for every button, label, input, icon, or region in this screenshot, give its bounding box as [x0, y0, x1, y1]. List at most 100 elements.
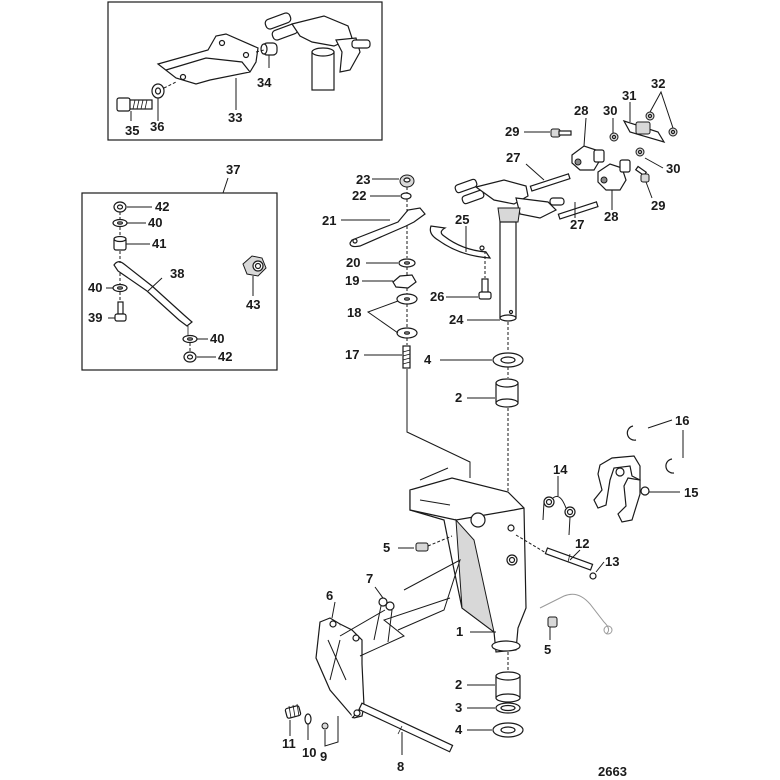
nut-30-upper — [609, 132, 619, 142]
callout-27-upper: 27 — [506, 150, 520, 165]
callout-27-lower: 27 — [570, 217, 584, 232]
inset-link-rod-kit — [81, 177, 278, 371]
ref-lever-line — [359, 597, 451, 657]
callout-26: 26 — [430, 289, 444, 304]
callout-4-lower: 4 — [455, 722, 463, 737]
pin-12 — [544, 547, 594, 571]
plate-25 — [429, 225, 492, 259]
spring-7 — [373, 597, 395, 643]
tilt-lock-lever-6 — [315, 617, 365, 719]
stud-27-upper — [529, 173, 571, 192]
leader-7 — [374, 586, 384, 599]
washer-20 — [398, 258, 416, 268]
leader-6 — [331, 601, 336, 619]
nuts-32 — [645, 111, 678, 137]
callout-32: 32 — [651, 76, 665, 91]
bolt-26 — [478, 278, 492, 300]
axis-34 — [255, 49, 265, 53]
washer-36 — [151, 83, 165, 99]
washer-3 — [495, 702, 521, 714]
callout-10: 10 — [302, 745, 316, 760]
callout-3: 3 — [455, 700, 462, 715]
ghost-cable-end — [603, 625, 613, 635]
callout-28-upper: 28 — [574, 103, 588, 118]
callout-20: 20 — [346, 255, 360, 270]
figure-number: 2663 — [598, 764, 627, 779]
callout-31: 31 — [622, 88, 636, 103]
block-28-lower — [597, 159, 631, 191]
leader-16-a — [647, 419, 673, 429]
callout-29-lower: 29 — [651, 198, 665, 213]
leader-38 — [147, 277, 163, 292]
callout-30-upper: 30 — [603, 103, 617, 118]
callout-40-mid: 40 — [88, 280, 102, 295]
callout-1: 1 — [456, 624, 463, 639]
o-ring-10 — [304, 713, 312, 725]
callout-30-lower: 30 — [666, 161, 680, 176]
swivel-bracket-1 — [397, 467, 527, 653]
ghost-cable — [539, 593, 610, 635]
leader-13 — [595, 561, 605, 573]
callout-40-bottom: 40 — [210, 331, 224, 346]
plate-19 — [392, 274, 417, 289]
callout-40-top: 40 — [148, 215, 162, 230]
locknut-43 — [242, 255, 267, 277]
spring-14 — [542, 495, 576, 536]
nut-42-top — [113, 201, 127, 213]
washer-18-lower — [396, 327, 418, 339]
callout-2-upper: 2 — [455, 390, 462, 405]
clamp-assembly-upper-right — [524, 90, 678, 220]
leader-18 — [366, 300, 399, 334]
callout-22: 22 — [352, 188, 366, 203]
clip-13 — [589, 572, 597, 580]
washer-22 — [400, 192, 412, 200]
grease-fitting-5-upper — [415, 542, 429, 552]
nut-23 — [399, 174, 415, 188]
callout-14: 14 — [553, 462, 568, 477]
leader-27-upper — [525, 163, 545, 181]
washer-18-upper — [396, 293, 418, 305]
block-28-upper — [571, 145, 605, 171]
leader-30-lower — [644, 157, 664, 169]
callout-4-upper: 4 — [424, 352, 432, 367]
bushing-2-lower — [495, 671, 521, 703]
ref-lines-bracket — [397, 558, 461, 631]
link-rod-38 — [113, 261, 193, 335]
nut-30-lower — [635, 147, 645, 157]
callout-19: 19 — [345, 273, 359, 288]
clips-16 — [626, 425, 675, 474]
callout-34: 34 — [257, 75, 272, 90]
callout-5-lower: 5 — [544, 642, 551, 657]
callout-21: 21 — [322, 213, 336, 228]
throttle-arm-stack — [341, 174, 471, 478]
plate-31 — [622, 119, 666, 144]
callout-39: 39 — [88, 310, 102, 325]
ref-7-line — [339, 609, 386, 637]
callout-7: 7 — [366, 571, 373, 586]
leader-28-upper — [583, 117, 587, 147]
callout-43: 43 — [246, 297, 260, 312]
assembly-line-17 — [406, 369, 471, 478]
inset-kit-frame — [81, 192, 278, 371]
callout-17: 17 — [345, 347, 359, 362]
callout-41: 41 — [152, 236, 166, 251]
axis-36 — [163, 81, 177, 89]
callout-2-lower: 2 — [455, 677, 462, 692]
washer-4-upper — [492, 352, 524, 368]
stud-17 — [402, 345, 411, 369]
inset-frame — [107, 1, 383, 141]
steering-shaft-24 — [499, 221, 517, 319]
callout-16: 16 — [675, 413, 689, 428]
ref-line-top-2 — [419, 499, 451, 506]
callout-12: 12 — [575, 536, 589, 551]
callout-24: 24 — [449, 312, 464, 327]
axis-12 — [515, 534, 547, 554]
leader-29-lower — [645, 181, 653, 199]
bushing-2-upper — [495, 378, 519, 408]
callout-38: 38 — [170, 266, 184, 281]
tilt-shaft-8 — [358, 702, 454, 753]
callout-11: 11 — [282, 736, 296, 751]
bushing-41 — [113, 235, 127, 251]
steering-yoke-inset — [264, 12, 371, 91]
